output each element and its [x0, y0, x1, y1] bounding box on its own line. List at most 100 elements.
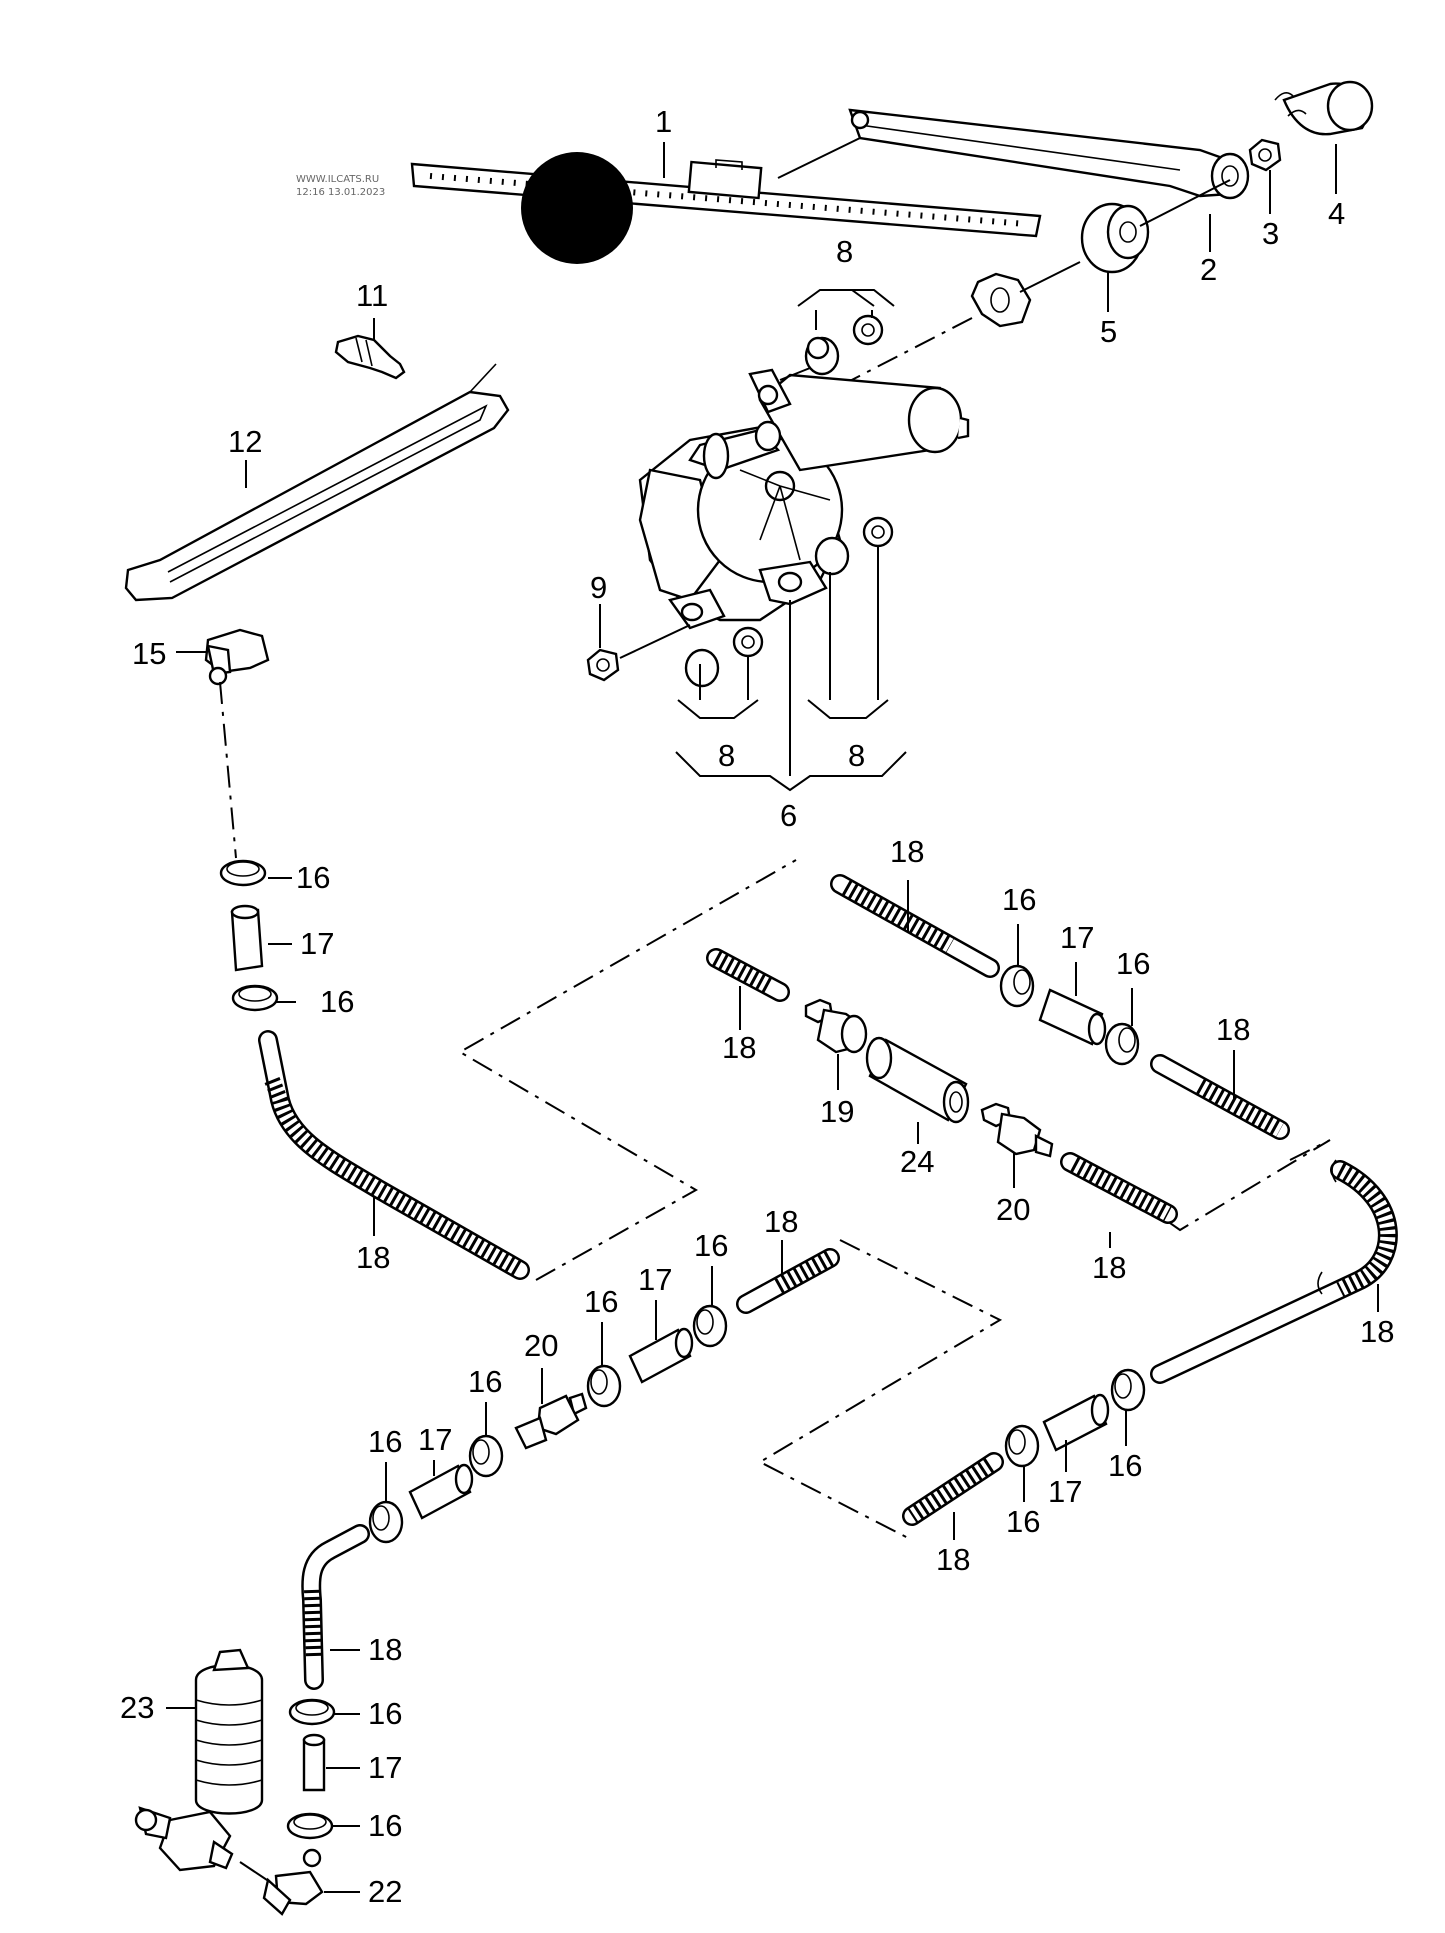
hose-18-lower-mid: [736, 1248, 840, 1314]
label-20-b: 20: [524, 1328, 558, 1363]
label-17-d: 17: [418, 1422, 452, 1457]
clamp-16-l: [286, 1812, 334, 1840]
clamp-16-j: [368, 1500, 404, 1544]
label-18-c: 18: [1216, 1012, 1250, 1047]
clamp-16-f: [1004, 1424, 1040, 1468]
hose-18-top: [830, 874, 1000, 978]
clamp-16-k: [288, 1698, 336, 1726]
hose-18-mid: [706, 948, 790, 1002]
label-8-right: 8: [848, 738, 865, 773]
hose-18-mid-upper: [1150, 1054, 1290, 1140]
part-22-connector: [262, 1848, 324, 1916]
label-18-bottom: 18: [368, 1632, 402, 1667]
label-16-f: 16: [584, 1284, 618, 1319]
label-16-k: 16: [368, 1696, 402, 1731]
label-15: 15: [132, 636, 166, 671]
label-12: 12: [228, 424, 262, 459]
label-16-b: 16: [320, 984, 354, 1019]
label-18-b: 18: [890, 834, 924, 869]
leader-lines: [166, 142, 1379, 1893]
label-18-e: 18: [1092, 1250, 1126, 1285]
label-4: 4: [1328, 196, 1345, 231]
wiper-motor: [638, 368, 970, 630]
label-16-d: 16: [1116, 946, 1150, 981]
part-20-connector-b: [514, 1392, 588, 1450]
label-16-g: 16: [468, 1364, 502, 1399]
part-4-cover-cap: [1274, 80, 1374, 136]
clamp-16-a: [219, 859, 267, 887]
label-16-e: 16: [694, 1228, 728, 1263]
routing-line-3: [1159, 1139, 1331, 1232]
clamp-16-c: [999, 964, 1035, 1008]
label-16-c: 16: [1002, 882, 1036, 917]
label-17-e: 17: [1048, 1474, 1082, 1509]
label-17-c: 17: [638, 1262, 672, 1297]
wiper-arm: [848, 108, 1250, 200]
watermark-line-2: 12:16 13.01.2023: [296, 187, 385, 198]
part-seal-grommet: [970, 272, 1032, 328]
label-20-a: 20: [996, 1192, 1030, 1227]
clamp-16-i: [468, 1434, 504, 1478]
black-marker-dot: [521, 152, 633, 264]
label-17-b: 17: [1060, 920, 1094, 955]
hose-18-bottom: [301, 1524, 370, 1690]
connector-17-a: [230, 904, 264, 972]
part-12-trim-strip: [124, 363, 510, 602]
hose-18-lower-right: [902, 1452, 1004, 1526]
part-3-nut: [1248, 138, 1282, 172]
hose-18-right-long: [1150, 1160, 1398, 1384]
part-5-bush: [1080, 202, 1150, 274]
bracket-8-right: [807, 699, 889, 719]
callout-labels: 1 2 3 4 5 6 8 8 8 9 11 12 15 16 17 16 18…: [120, 104, 1394, 1909]
bracket-6: [675, 751, 907, 792]
label-17-a: 17: [300, 926, 334, 961]
bracket-8-left: [677, 699, 759, 719]
connector-17-c: [1042, 1393, 1110, 1452]
label-11: 11: [356, 278, 388, 313]
bracket-8-top: [797, 289, 895, 307]
label-8-left: 8: [718, 738, 735, 773]
label-17-f: 17: [368, 1750, 402, 1785]
clamp-16-d: [1104, 1022, 1140, 1066]
label-3: 3: [1262, 216, 1279, 251]
label-5: 5: [1100, 314, 1117, 349]
part-24-filter: [865, 1036, 970, 1124]
hose-18-mid-lower: [1060, 1152, 1178, 1224]
label-1: 1: [655, 104, 672, 139]
part-23-washer-pump: [134, 1648, 264, 1872]
part-8-grommet-set-left: [684, 626, 764, 688]
label-6: 6: [780, 798, 797, 833]
connector-17-b: [1038, 988, 1107, 1046]
connector-17-d: [628, 1327, 694, 1384]
connector-17-e: [408, 1463, 474, 1520]
label-22: 22: [368, 1874, 402, 1909]
part-9-nut: [586, 648, 620, 682]
label-19: 19: [820, 1094, 854, 1129]
clamp-16-g: [692, 1304, 728, 1348]
part-19-check-valve: [804, 998, 868, 1054]
label-18-f: 18: [1360, 1314, 1394, 1349]
label-23: 23: [120, 1690, 154, 1725]
connector-17-f: [302, 1733, 326, 1792]
label-24: 24: [900, 1144, 934, 1179]
clamp-16-b: [231, 984, 279, 1012]
routing-line-1: [458, 859, 797, 1281]
label-18-g: 18: [764, 1204, 798, 1239]
routing-line-5: [757, 1239, 1003, 1541]
clamp-16-e: [1110, 1368, 1146, 1412]
label-9: 9: [590, 570, 607, 605]
label-2: 2: [1200, 252, 1217, 287]
hose-18-left: [258, 1030, 530, 1280]
part-20-connector-a: [980, 1102, 1054, 1158]
watermark-line-1: WWW.ILCATS.RU: [296, 174, 379, 185]
clamp-16-h: [586, 1364, 622, 1408]
label-16-a: 16: [296, 860, 330, 895]
part-15-connector: [204, 628, 270, 686]
label-8-top: 8: [836, 234, 853, 269]
label-16-clamp-j-left: 16: [368, 1424, 402, 1459]
label-18-h: 18: [936, 1542, 970, 1577]
label-16-j: 16: [1006, 1504, 1040, 1539]
hose-break-marks: [1317, 1159, 1337, 1295]
part-11-washer-jet: [334, 334, 406, 380]
